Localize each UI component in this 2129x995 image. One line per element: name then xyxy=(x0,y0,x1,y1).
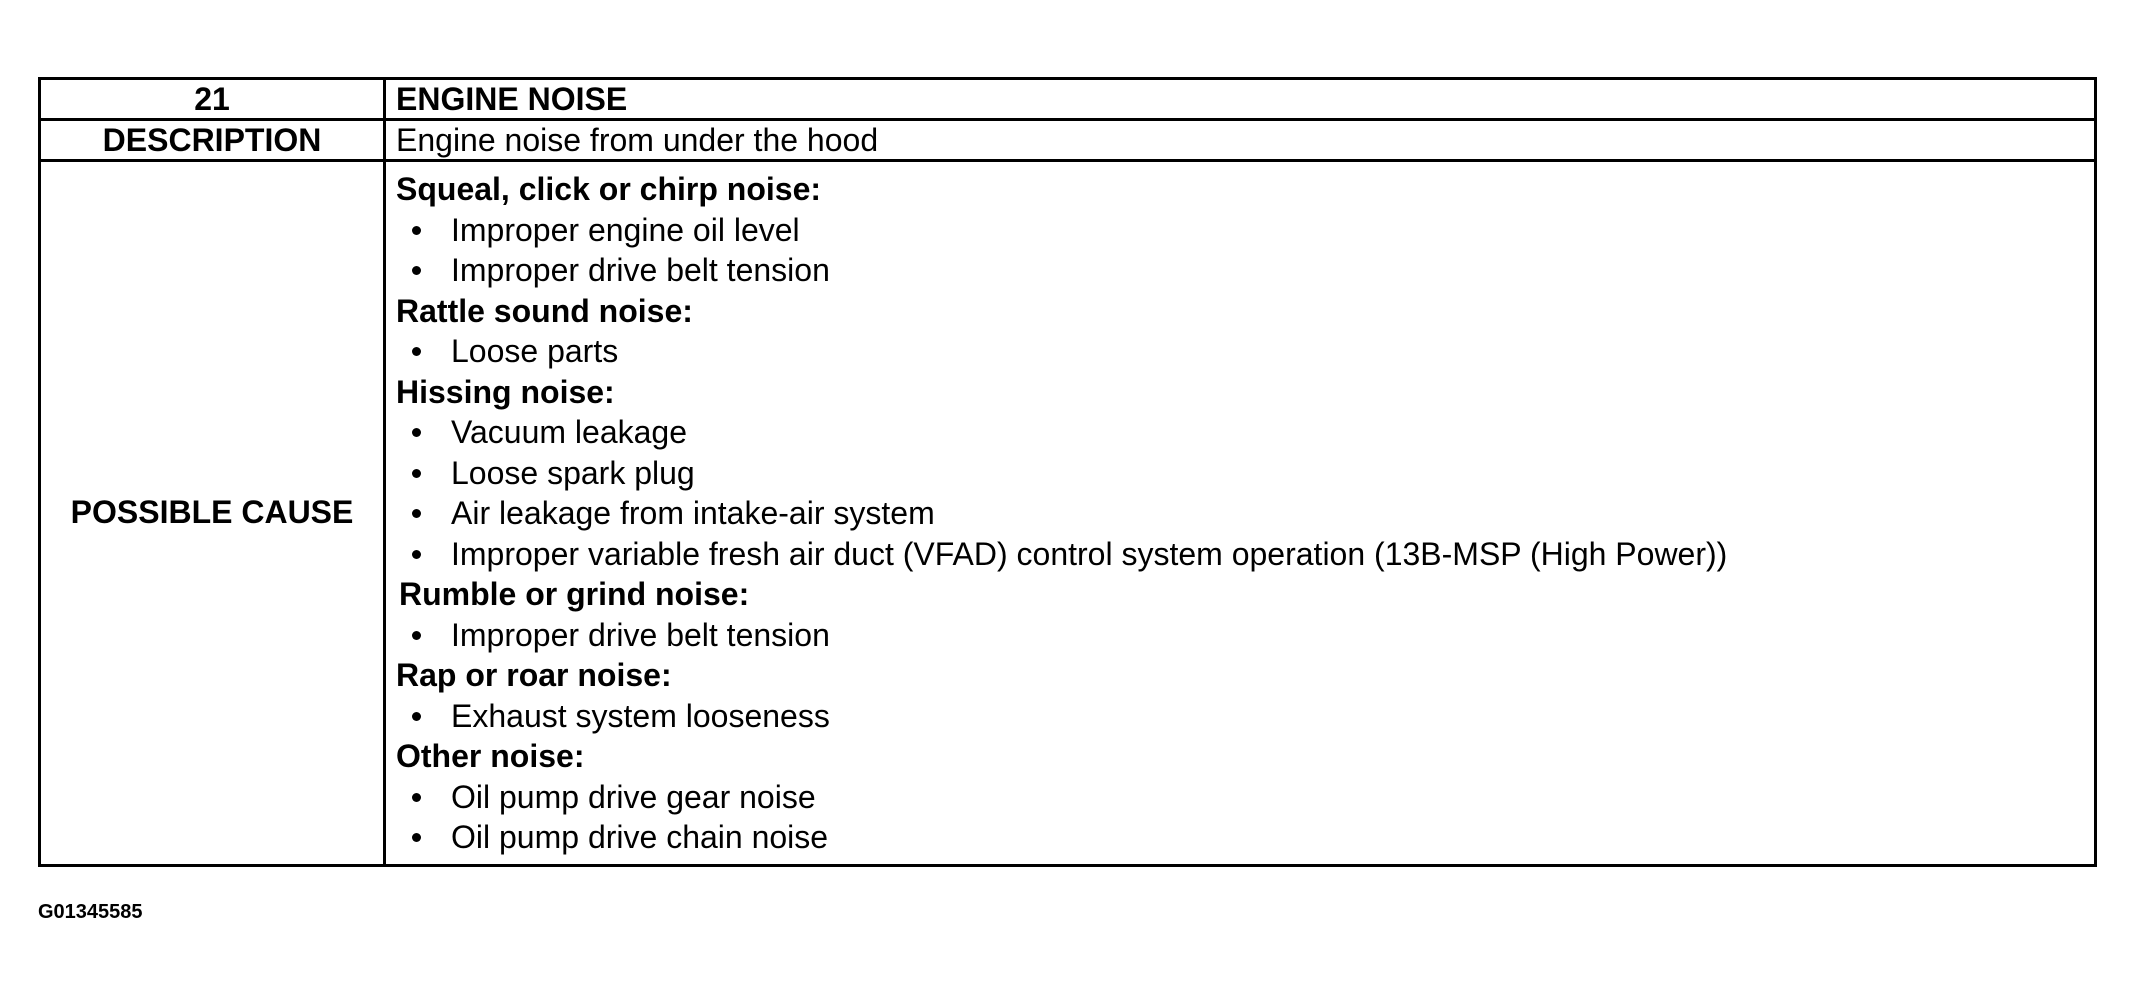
table-row-description: DESCRIPTION Engine noise from under the … xyxy=(38,118,2097,162)
cause-item-text: Vacuum leakage xyxy=(451,414,687,450)
possible-cause-label: POSSIBLE CAUSE xyxy=(38,159,386,867)
cause-item-text: Oil pump drive chain noise xyxy=(451,819,829,855)
cause-list: Improper engine oil level Improper drive… xyxy=(396,210,2094,291)
bullet-icon xyxy=(412,549,421,559)
cause-item: Improper engine oil level xyxy=(396,210,2094,251)
description-label: DESCRIPTION xyxy=(38,118,386,162)
cause-item: Improper variable fresh air duct (VFAD) … xyxy=(396,534,2094,575)
cause-list: Oil pump drive gear noise Oil pump drive… xyxy=(396,777,2094,858)
bullet-icon xyxy=(412,225,421,235)
cause-item-text: Improper variable fresh air duct (VFAD) … xyxy=(451,535,1728,572)
table-row-possible-cause: POSSIBLE CAUSE Squeal, click or chirp no… xyxy=(38,159,2097,867)
troubleshooting-table: 21 ENGINE NOISE DESCRIPTION Engine noise… xyxy=(38,77,2097,867)
cause-group-title: Rattle sound noise: xyxy=(396,292,693,329)
cause-group-title: Rap or roar noise: xyxy=(396,657,672,693)
cause-item: Exhaust system looseness xyxy=(396,696,2094,737)
cause-list: Loose parts xyxy=(396,331,2094,372)
symptom-number: 21 xyxy=(38,77,386,121)
symptom-title: ENGINE NOISE xyxy=(383,77,2097,121)
bullet-icon xyxy=(412,711,421,721)
figure-code: G01345585 xyxy=(38,901,143,923)
bullet-icon xyxy=(412,468,421,478)
cause-list: Exhaust system looseness xyxy=(396,696,2094,737)
cause-item: Air leakage from intake-air system xyxy=(396,493,2094,534)
bullet-icon xyxy=(412,833,421,842)
cause-list: Vacuum leakage Loose spark plug Air leak… xyxy=(396,412,2094,574)
description-value: Engine noise from under the hood xyxy=(383,118,2097,162)
cause-group-title: Rumble or grind noise: xyxy=(399,576,750,612)
cause-group-title: Other noise: xyxy=(396,738,585,774)
cause-list: Improper drive belt tension xyxy=(396,615,2094,656)
bullet-icon xyxy=(412,792,421,802)
cause-item-text: Air leakage from intake-air system xyxy=(451,495,935,531)
cause-item-text: Improper drive belt tension xyxy=(451,252,830,288)
cause-group-title: Hissing noise: xyxy=(396,373,615,410)
bullet-icon xyxy=(412,509,421,518)
bullet-icon xyxy=(412,630,421,640)
cause-item-text: Improper drive belt tension xyxy=(451,616,830,653)
cause-item: Improper drive belt tension xyxy=(396,615,2094,656)
cause-item: Improper drive belt tension xyxy=(396,250,2094,291)
cause-group-title: Squeal, click or chirp noise: xyxy=(396,171,822,207)
cause-item: Loose parts xyxy=(396,331,2094,372)
cause-item-text: Oil pump drive gear noise xyxy=(451,778,816,815)
cause-item-text: Exhaust system looseness xyxy=(451,697,830,734)
bullet-icon xyxy=(412,428,421,437)
cause-list-container: Squeal, click or chirp noise: Improper e… xyxy=(396,162,2094,864)
bullet-icon xyxy=(412,266,421,275)
cause-item-text: Loose spark plug xyxy=(451,454,695,491)
bullet-icon xyxy=(412,347,421,356)
cause-item: Oil pump drive gear noise xyxy=(396,777,2094,818)
table-row-header: 21 ENGINE NOISE xyxy=(38,77,2097,121)
possible-cause-value: Squeal, click or chirp noise: Improper e… xyxy=(383,159,2097,867)
cause-item-text: Loose parts xyxy=(451,333,619,369)
cause-item-text: Improper engine oil level xyxy=(451,211,800,248)
cause-item: Loose spark plug xyxy=(396,453,2094,494)
cause-item: Oil pump drive chain noise xyxy=(396,817,2094,858)
cause-item: Vacuum leakage xyxy=(396,412,2094,453)
